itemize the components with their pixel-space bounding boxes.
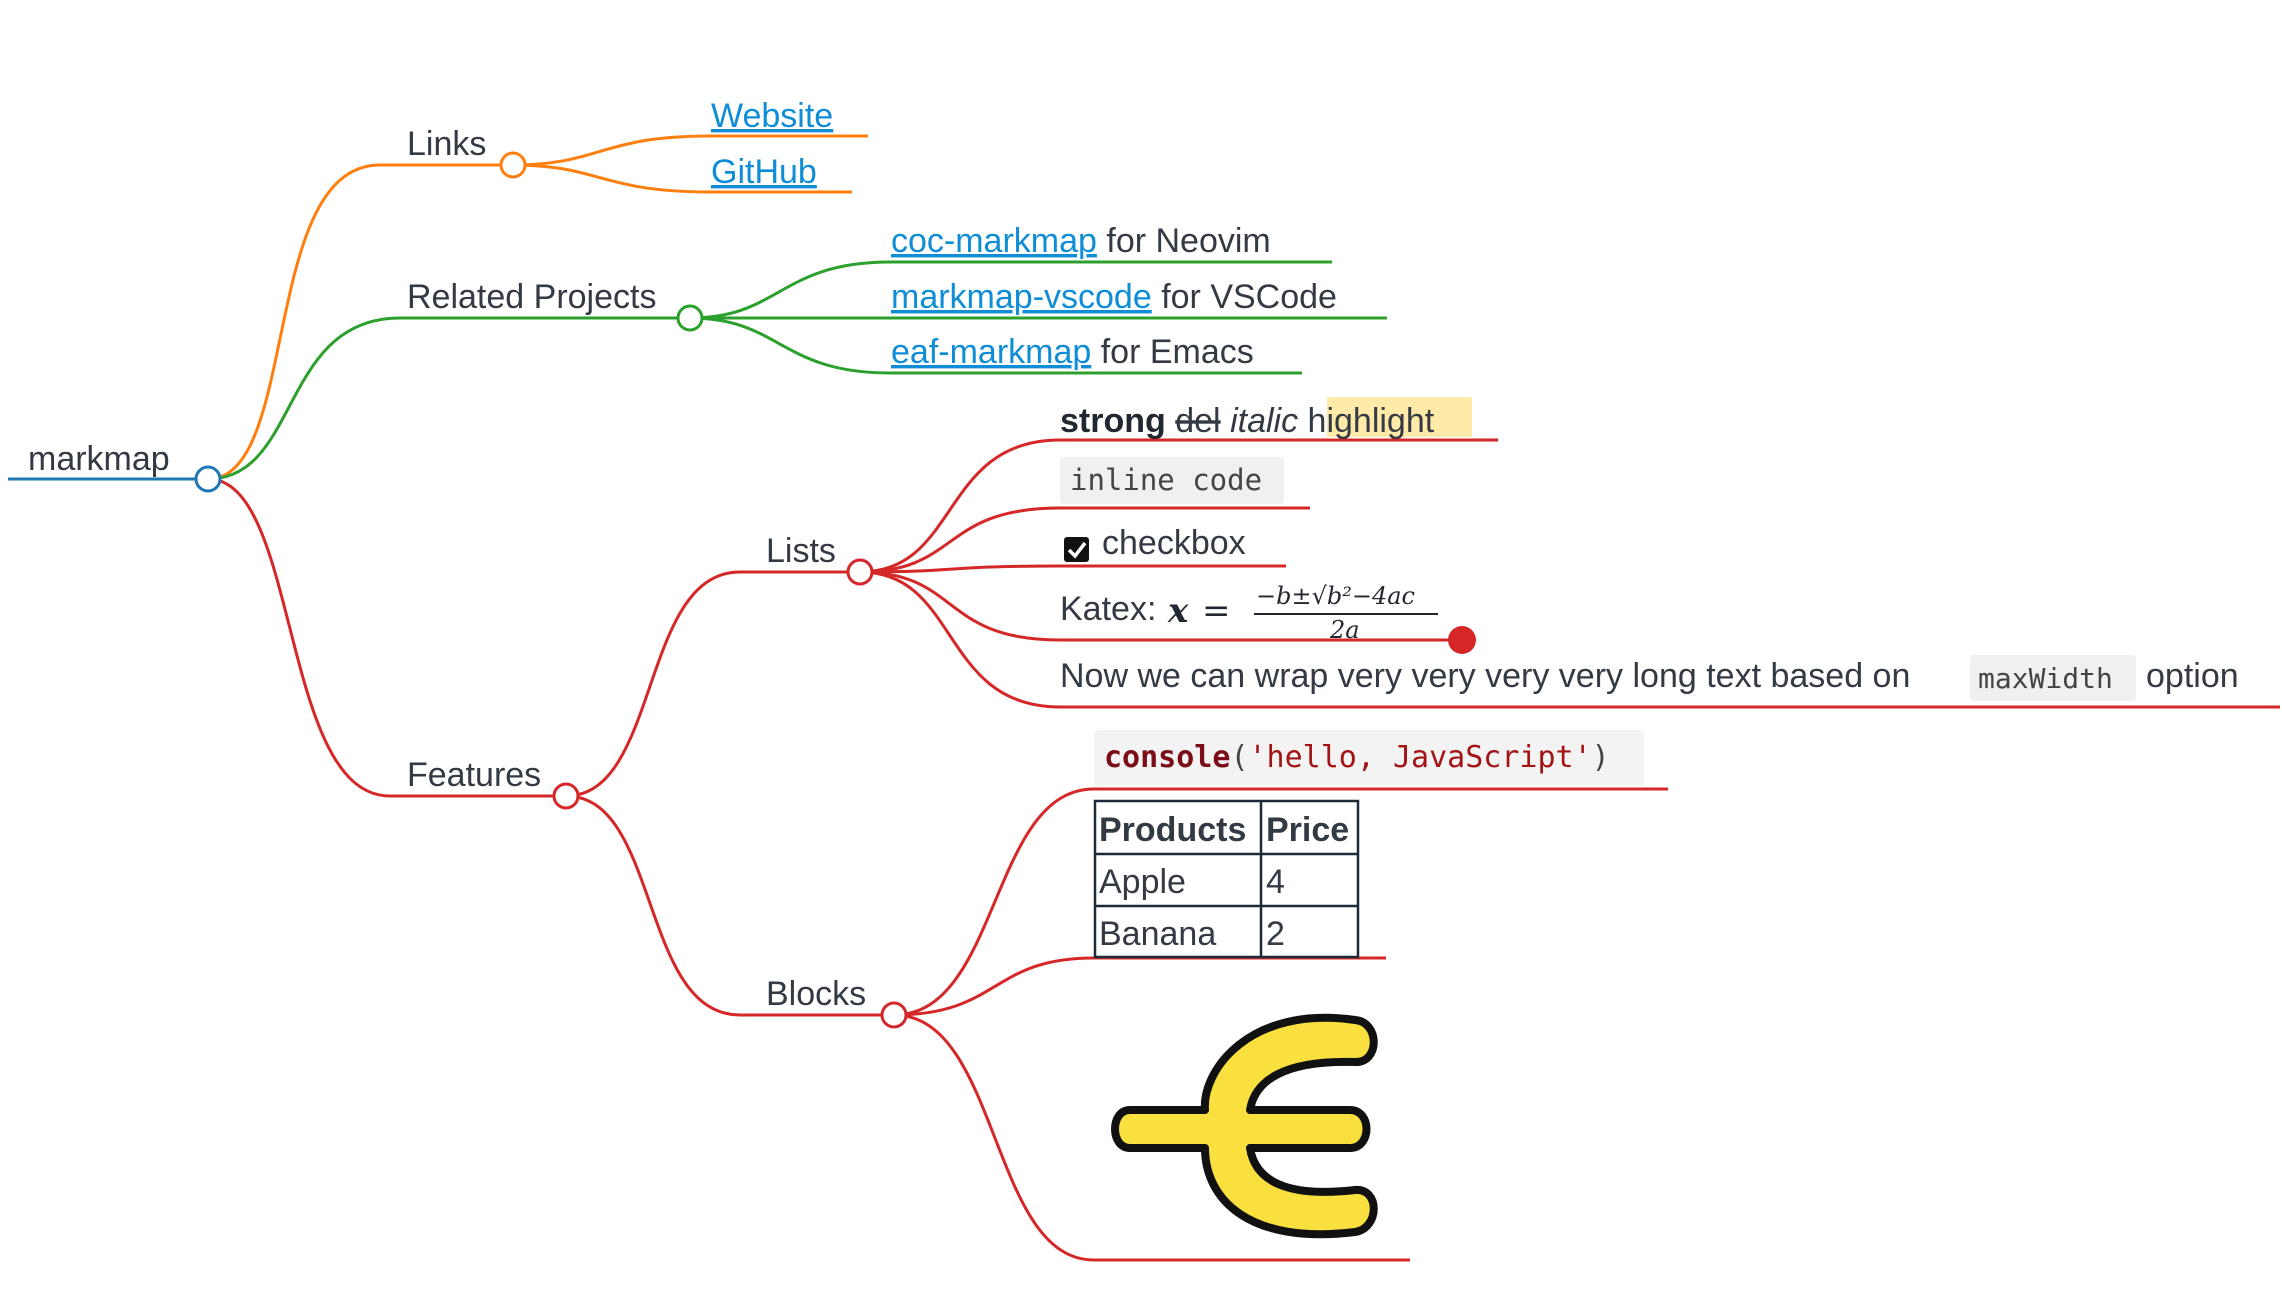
- del-text: del: [1175, 402, 1220, 440]
- checkbox-label: checkbox: [1102, 524, 1246, 562]
- features-label: Features: [407, 756, 541, 794]
- lists-label: Lists: [766, 532, 836, 570]
- highlight-background: [1327, 397, 1472, 437]
- edge-features-blocks: [565, 794, 741, 1017]
- table-header-products: Products: [1099, 811, 1246, 849]
- node-links[interactable]: Links: [380, 125, 513, 167]
- wrap-text-after: option: [2146, 657, 2239, 695]
- node-features[interactable]: Features: [390, 756, 566, 798]
- node-root[interactable]: markmap: [8, 440, 208, 481]
- edge-lists-checkbox: [859, 564, 1061, 574]
- links-label: Links: [407, 125, 486, 163]
- node-related[interactable]: Related Projects: [400, 278, 690, 320]
- node-checkbox[interactable]: checkbox: [1060, 524, 1286, 568]
- katex-equals: =: [1202, 591, 1231, 631]
- node-eaf-markmap[interactable]: eaf-markmap for Emacs: [890, 333, 1302, 375]
- website-link[interactable]: Website: [711, 97, 833, 135]
- coc-markmap-suffix: for Neovim: [1097, 222, 1271, 260]
- edge-features-lists: [565, 570, 741, 798]
- table-border: [1093, 799, 1360, 959]
- table-cell: Banana: [1099, 915, 1216, 953]
- table-cell: Apple: [1099, 863, 1186, 901]
- wrap-code-text: maxWidth: [1978, 662, 2113, 695]
- edge-lists-formatting: [859, 438, 1061, 574]
- logo-shape: [1111, 1013, 1378, 1239]
- checkmark-icon: [1067, 541, 1087, 559]
- edge-lists-inline-code: [859, 506, 1061, 574]
- table-cell: 4: [1266, 863, 1285, 901]
- edge-root-links: [207, 163, 381, 481]
- node-wrap-text[interactable]: Now we can wrap very very very very long…: [1060, 655, 2280, 709]
- edge-lists-katex: [859, 570, 1061, 642]
- node-code-block[interactable]: console('hello, JavaScript'): [1094, 730, 1668, 791]
- node-website[interactable]: Website: [710, 97, 868, 138]
- node-blocks[interactable]: Blocks: [740, 975, 894, 1017]
- edge-root-features: [207, 477, 391, 798]
- edge-lists-wrap: [859, 570, 1061, 709]
- node-formatting[interactable]: strong del italic highlight: [1060, 397, 1498, 442]
- checkbox-checked-icon[interactable]: [1064, 537, 1089, 562]
- markmap-vscode-suffix: for VSCode: [1152, 278, 1337, 316]
- table-cell: 2: [1266, 915, 1285, 953]
- wrap-text-before: Now we can wrap very very very very long…: [1060, 657, 1910, 695]
- edge-blocks-code: [893, 787, 1095, 1017]
- features-collapse-toggle[interactable]: [552, 782, 580, 810]
- wrap-code-background: [1970, 655, 2136, 701]
- edge-links-website: [512, 134, 711, 167]
- node-coc-markmap[interactable]: coc-markmap for Neovim: [890, 222, 1332, 264]
- highlight-text: highlight: [1308, 402, 1435, 440]
- links-collapse-toggle[interactable]: [499, 151, 527, 179]
- code-close-paren: ): [1592, 740, 1610, 775]
- related-collapse-toggle[interactable]: [676, 304, 704, 332]
- node-logo-image[interactable]: [1094, 1013, 1410, 1262]
- root-label: markmap: [28, 440, 170, 478]
- related-label: Related Projects: [407, 278, 656, 316]
- table-header-price: Price: [1266, 811, 1349, 849]
- svg-text:console('hello, JavaScript'): console('hello, JavaScript'): [1104, 740, 1610, 775]
- katex-prefix: Katex:: [1060, 590, 1156, 628]
- strong-text: strong: [1060, 402, 1166, 440]
- github-link[interactable]: GitHub: [711, 153, 817, 191]
- inline-code-background: [1060, 457, 1284, 504]
- katex-variable: x: [1167, 591, 1189, 631]
- svg-text:coc-markmap for Neovim: coc-markmap for Neovim: [891, 222, 1271, 260]
- root-collapse-toggle[interactable]: [194, 465, 222, 493]
- node-katex[interactable]: Katex: x = −b±√b²−4ac 2a: [1060, 582, 1476, 654]
- katex-collapsed-node-dot[interactable]: [1448, 626, 1476, 654]
- edge-related-eaf: [689, 316, 891, 375]
- node-table[interactable]: Products Price Apple 4 Banana 2: [1093, 799, 1386, 960]
- italic-text: italic: [1230, 402, 1298, 440]
- markmap-logo-icon: [1111, 1013, 1378, 1239]
- code-function: console: [1104, 740, 1230, 775]
- markmap-vscode-link[interactable]: markmap-vscode: [891, 278, 1152, 316]
- katex-numerator: −b±√b²−4ac: [1256, 582, 1415, 610]
- katex-denominator: 2a: [1329, 616, 1360, 644]
- eaf-markmap-link[interactable]: eaf-markmap: [891, 333, 1091, 371]
- code-open-paren: (: [1230, 740, 1248, 775]
- inline-code-text: inline code: [1070, 463, 1262, 497]
- svg-text:markmap-vscode for VSCode: markmap-vscode for VSCode: [891, 278, 1337, 316]
- svg-text:eaf-markmap for Emacs: eaf-markmap for Emacs: [891, 333, 1254, 371]
- code-block-background: [1094, 730, 1644, 786]
- edge-blocks-image: [893, 1013, 1095, 1262]
- code-string: 'hello, JavaScript': [1249, 740, 1592, 775]
- edge-related-coc: [689, 260, 891, 320]
- node-markmap-vscode[interactable]: markmap-vscode for VSCode: [890, 278, 1387, 320]
- edge-blocks-table: [893, 956, 1095, 1017]
- coc-markmap-link[interactable]: coc-markmap: [891, 222, 1097, 260]
- node-inline-code[interactable]: inline code: [1060, 457, 1310, 510]
- blocks-collapse-toggle[interactable]: [880, 1001, 908, 1029]
- edge-root-related: [207, 316, 401, 481]
- lists-collapse-toggle[interactable]: [846, 558, 874, 586]
- blocks-label: Blocks: [766, 975, 866, 1013]
- svg-text:strong del italic: strong del italic highlight: [1060, 402, 1435, 440]
- node-lists[interactable]: Lists: [740, 532, 860, 574]
- edge-links-github: [512, 163, 711, 194]
- node-github[interactable]: GitHub: [710, 153, 852, 194]
- eaf-markmap-suffix: for Emacs: [1091, 333, 1253, 371]
